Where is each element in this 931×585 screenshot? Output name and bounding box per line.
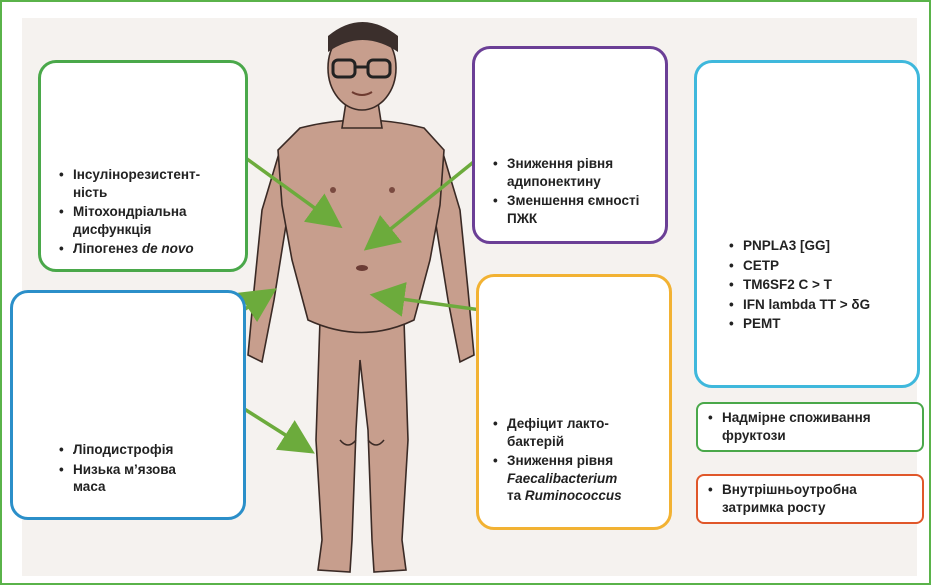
gene-item-5: PEMT — [729, 315, 919, 333]
gut-item-1: Дефіцит лакто- бактерій — [493, 415, 669, 450]
fructose-item: Надмірне споживання фруктози — [708, 409, 920, 444]
growth-item: Внутрішньоутробна затримка росту — [708, 481, 920, 516]
liver-item-1: Інсулінорезистент- ність — [59, 166, 245, 201]
genetics-box: PNPLA3 [GG] CETP TM6SF2 C > T IFN lambda… — [694, 60, 920, 388]
gene-item-3: TM6SF2 C > T — [729, 276, 919, 294]
growth-restriction-box: Внутрішньоутробна затримка росту — [696, 474, 924, 524]
adipose-item-2: Зменшення ємності ПЖК — [493, 192, 669, 227]
gene-item-2: CETP — [729, 257, 919, 275]
fructose-box: Надмірне споживання фруктози — [696, 402, 924, 452]
gene-item-4: IFN lambda TT > δG — [729, 296, 919, 314]
vessel-box: Ліподистрофія Низька м’язова маса — [10, 290, 246, 520]
vessel-item-2: Низька м’язова маса — [59, 461, 239, 496]
liver-item-2: Мітохондріальна дисфункція — [59, 203, 245, 238]
gut-item-2: Зниження рівня Faecalibacterium та Rumin… — [493, 452, 669, 505]
gene-item-1: PNPLA3 [GG] — [729, 237, 919, 255]
liver-box: Інсулінорезистент- ність Мітохондріальна… — [38, 60, 248, 272]
human-figure — [248, 26, 474, 572]
adipose-item-1: Зниження рівня адипонектину — [493, 155, 669, 190]
liver-item-3: Ліпогенез de novo — [59, 240, 245, 258]
gut-box: Дефіцит лакто- бактерій Зниження рівня F… — [476, 274, 672, 530]
adipose-box: Зниження рівня адипонектину Зменшення єм… — [472, 46, 668, 244]
vessel-item-1: Ліподистрофія — [59, 441, 239, 459]
